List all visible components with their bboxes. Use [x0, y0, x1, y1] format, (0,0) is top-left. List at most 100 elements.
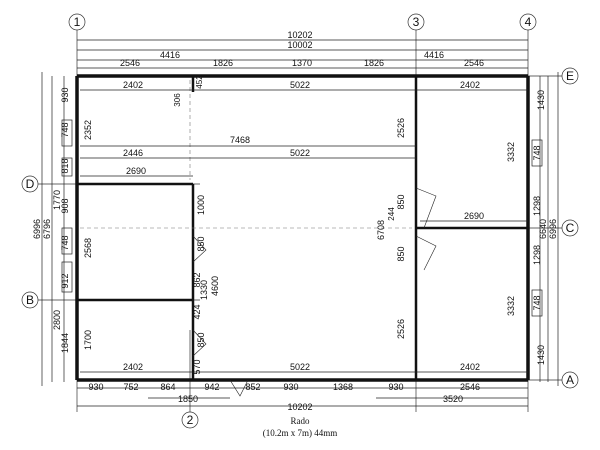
svg-text:748: 748	[532, 145, 542, 160]
svg-text:850: 850	[396, 194, 406, 209]
svg-text:A: A	[566, 373, 574, 387]
svg-text:E: E	[566, 69, 574, 83]
bottom-dimensions: 930 752 864 942 852 930 1368 930 1850 35…	[77, 382, 528, 412]
svg-text:930: 930	[60, 87, 70, 102]
svg-text:6996: 6996	[32, 219, 42, 239]
caption-subtitle: (10.2m x 7m) 44mm	[263, 428, 338, 438]
svg-text:2800: 2800	[52, 310, 62, 330]
svg-text:244: 244	[387, 207, 396, 221]
svg-text:2568: 2568	[83, 238, 93, 258]
svg-text:2526: 2526	[396, 118, 406, 138]
svg-text:1370: 1370	[292, 58, 312, 68]
svg-text:2546: 2546	[464, 58, 484, 68]
caption-name: Rado	[291, 416, 310, 426]
svg-text:912: 912	[60, 273, 70, 288]
svg-text:6996: 6996	[548, 219, 558, 239]
svg-text:4: 4	[525, 15, 532, 29]
svg-text:930: 930	[283, 382, 298, 392]
svg-text:3: 3	[413, 15, 420, 29]
window-markers	[61, 119, 543, 317]
axis-marker-a: A	[561, 371, 579, 389]
svg-text:1330: 1330	[199, 280, 209, 300]
svg-text:2546: 2546	[120, 58, 140, 68]
svg-text:864: 864	[160, 382, 175, 392]
door-swing-2	[415, 235, 437, 271]
svg-text:1430: 1430	[536, 345, 546, 365]
svg-text:748: 748	[60, 122, 70, 137]
axis-marker-2: 2	[181, 411, 199, 429]
svg-text:2690: 2690	[464, 211, 484, 221]
svg-text:942: 942	[204, 382, 219, 392]
doors	[192, 187, 437, 397]
axis-marker-d: D	[21, 175, 39, 193]
svg-text:B: B	[26, 293, 34, 307]
svg-text:1770: 1770	[52, 190, 62, 210]
svg-text:908: 908	[60, 198, 70, 213]
svg-text:2402: 2402	[460, 80, 480, 90]
svg-text:10002: 10002	[287, 40, 312, 50]
door-swing-5	[229, 379, 249, 397]
svg-text:2546: 2546	[460, 382, 480, 392]
right-dimensions: 6996 6640 1430 748 1298 1298 748 1430 33…	[506, 72, 559, 386]
svg-text:2526: 2526	[396, 319, 406, 339]
svg-text:850: 850	[196, 332, 206, 347]
svg-text:306: 306	[173, 93, 182, 107]
svg-text:1850: 1850	[178, 394, 198, 404]
svg-text:1826: 1826	[213, 58, 233, 68]
svg-text:2446: 2446	[123, 148, 143, 158]
door-swing-3	[192, 235, 207, 263]
svg-text:1298: 1298	[532, 196, 542, 216]
svg-text:1: 1	[74, 15, 81, 29]
svg-text:6796: 6796	[42, 219, 52, 239]
svg-text:1430: 1430	[536, 90, 546, 110]
svg-text:752: 752	[123, 382, 138, 392]
svg-text:1368: 1368	[333, 382, 353, 392]
door-swing-4	[192, 329, 207, 357]
svg-text:C: C	[566, 221, 575, 235]
svg-text:930: 930	[88, 382, 103, 392]
svg-text:818: 818	[60, 158, 70, 173]
svg-text:852: 852	[245, 382, 260, 392]
left-dimensions: 6996 6796 930 748 818 1770 908 748 912 2…	[32, 72, 93, 386]
svg-text:6708: 6708	[376, 220, 386, 240]
svg-text:2352: 2352	[83, 120, 93, 140]
svg-text:452: 452	[195, 75, 204, 89]
svg-text:5022: 5022	[290, 80, 310, 90]
svg-text:1826: 1826	[364, 58, 384, 68]
svg-text:4416: 4416	[424, 50, 444, 60]
axis-marker-4: 4	[519, 13, 537, 31]
door-swing-1	[415, 187, 437, 229]
svg-text:10202: 10202	[287, 402, 312, 412]
svg-text:1844: 1844	[60, 333, 70, 353]
svg-text:5022: 5022	[290, 362, 310, 372]
svg-text:D: D	[26, 177, 35, 191]
axis-marker-3: 3	[407, 13, 425, 31]
svg-text:862: 862	[192, 272, 202, 287]
svg-text:1700: 1700	[83, 330, 93, 350]
svg-text:748: 748	[60, 235, 70, 250]
svg-text:570: 570	[192, 359, 202, 374]
svg-text:2690: 2690	[126, 166, 146, 176]
svg-text:930: 930	[388, 382, 403, 392]
interior-dimensions: 2402 5022 2402 306 452 7468 2446 5022 26…	[80, 75, 528, 392]
drawing-caption: Rado (10.2m x 7m) 44mm	[263, 416, 338, 438]
svg-text:424: 424	[192, 304, 202, 319]
svg-text:3520: 3520	[443, 394, 463, 404]
svg-text:4416: 4416	[160, 50, 180, 60]
svg-text:748: 748	[532, 295, 542, 310]
svg-text:2: 2	[187, 413, 194, 427]
axis-marker-c: C	[561, 219, 579, 237]
axis-marker-b: B	[21, 291, 39, 309]
svg-text:5022: 5022	[290, 148, 310, 158]
svg-text:6640: 6640	[538, 219, 548, 239]
svg-text:7468: 7468	[230, 135, 250, 145]
svg-text:10202: 10202	[287, 30, 312, 40]
svg-text:2402: 2402	[123, 80, 143, 90]
svg-text:850: 850	[396, 246, 406, 261]
svg-text:1000: 1000	[196, 195, 206, 215]
svg-text:1298: 1298	[532, 245, 542, 265]
svg-text:4600: 4600	[210, 276, 220, 296]
inner-walls	[77, 76, 528, 380]
svg-text:3332: 3332	[506, 296, 516, 316]
